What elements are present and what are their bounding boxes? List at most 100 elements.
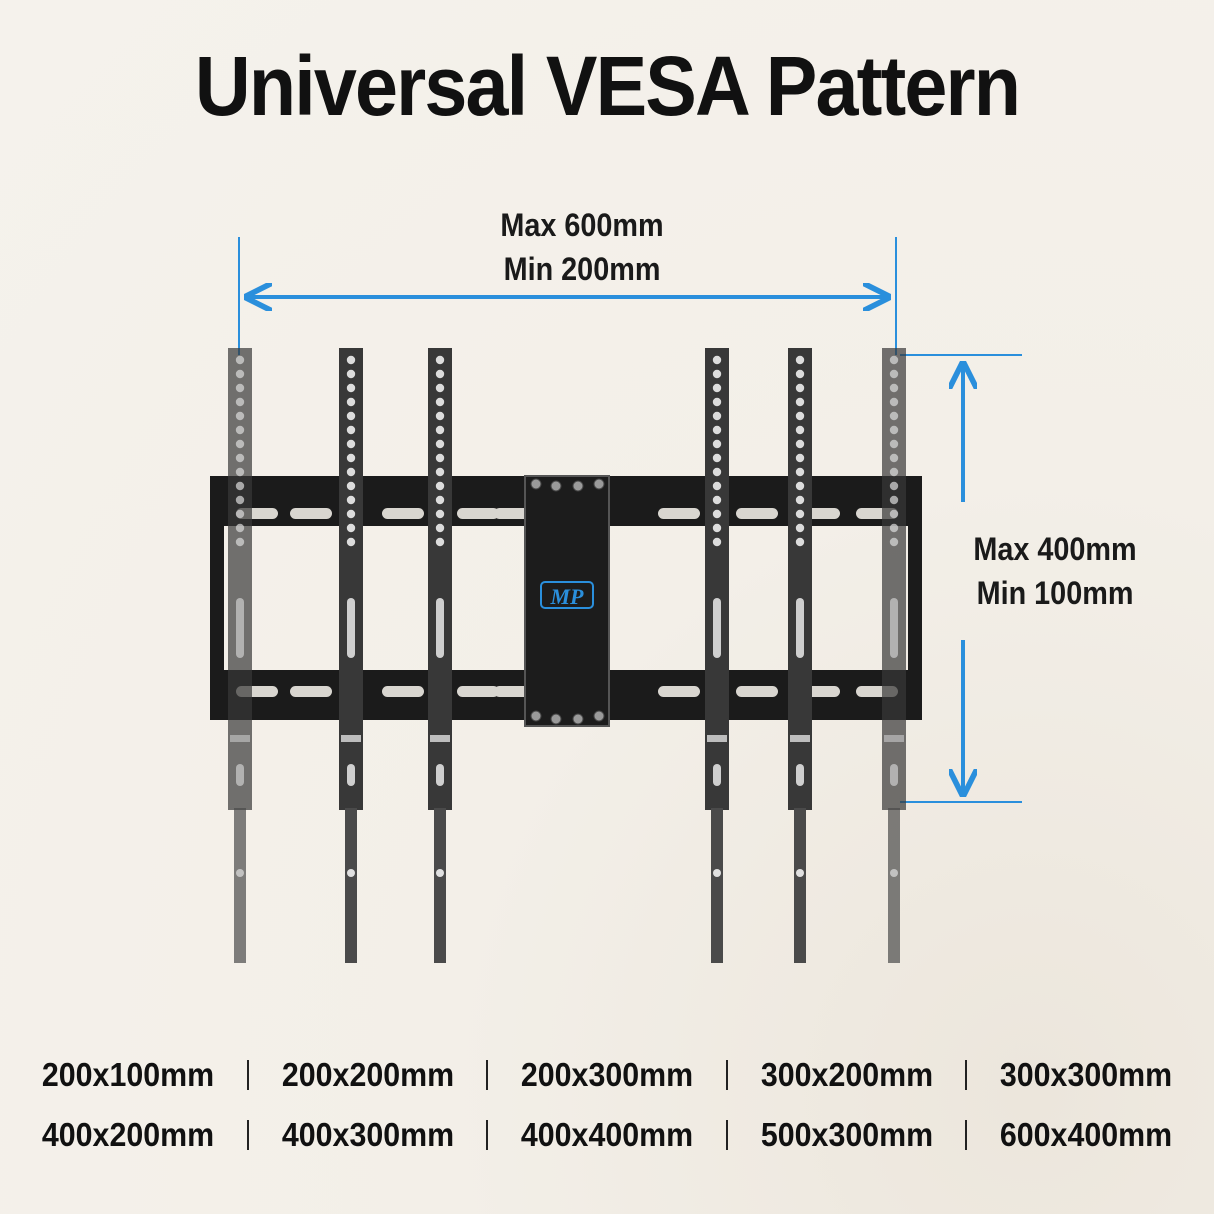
bolt <box>550 713 562 725</box>
brand-logo: MP <box>540 581 594 609</box>
arm-hole <box>435 411 445 421</box>
arm-hole <box>712 425 722 435</box>
arm-hole <box>435 355 445 365</box>
arm-hole <box>712 411 722 421</box>
arm-clip <box>430 735 450 742</box>
arm-extension <box>794 808 806 963</box>
arm-slot <box>236 598 244 658</box>
arm-pin <box>347 869 355 877</box>
arm-hole <box>795 383 805 393</box>
arm-hole <box>889 467 899 477</box>
arm-hole <box>346 355 356 365</box>
height-max: Max 400mm <box>973 531 1137 567</box>
arm-hole <box>435 495 445 505</box>
wall-plate: MP <box>210 475 922 727</box>
bolt <box>593 478 605 490</box>
arm-hole <box>346 397 356 407</box>
arm-hole <box>889 509 899 519</box>
arm-hole <box>889 495 899 505</box>
pattern-item: 400x200mm <box>41 1116 215 1153</box>
arm-hole <box>795 425 805 435</box>
bolt <box>572 480 584 492</box>
arm-pin <box>890 869 898 877</box>
arm-hole <box>795 411 805 421</box>
arm-hole <box>889 523 899 533</box>
arm-extension <box>711 808 723 963</box>
separator <box>486 1120 489 1150</box>
pattern-row-2: 400x200mm 400x300mm 400x400mm 500x300mm … <box>22 1105 1192 1165</box>
arm-slot <box>890 764 898 786</box>
page-title: Universal VESA Pattern <box>194 39 1021 133</box>
rail-slot <box>736 508 778 519</box>
arm-hole <box>235 369 245 379</box>
arm-bar <box>428 348 452 810</box>
arm-clip <box>341 735 361 742</box>
arm-clip <box>884 735 904 742</box>
rail-slot <box>382 686 424 697</box>
right-end <box>908 476 922 720</box>
pattern-item: 500x300mm <box>760 1116 933 1153</box>
arm-hole <box>435 383 445 393</box>
pattern-item: 600x400mm <box>999 1116 1173 1153</box>
tv-arm <box>339 348 363 963</box>
arm-hole <box>435 439 445 449</box>
arm-hole <box>235 467 245 477</box>
arm-hole <box>346 467 356 477</box>
arm-hole <box>346 425 356 435</box>
arm-hole <box>889 397 899 407</box>
pattern-item: 400x300mm <box>281 1116 454 1153</box>
pattern-row-1: 200x100mm 200x200mm 200x300mm 300x200mm … <box>22 1045 1192 1105</box>
rail-slot <box>457 508 499 519</box>
arm-hole <box>435 467 445 477</box>
arm-extension <box>434 808 446 963</box>
arm-clip <box>790 735 810 742</box>
pattern-item: 300x200mm <box>760 1056 933 1093</box>
height-range-label: Max 400mm Min 100mm <box>943 527 1168 615</box>
bolt <box>572 713 584 725</box>
arm-hole <box>889 425 899 435</box>
arm-hole <box>712 383 722 393</box>
logo-text: MP <box>550 584 585 609</box>
arm-hole <box>435 425 445 435</box>
rail-slot <box>658 508 700 519</box>
arm-hole <box>712 523 722 533</box>
arm-hole <box>889 481 899 491</box>
arm-slot <box>796 764 804 786</box>
arm-slot <box>713 764 721 786</box>
arm-slot <box>796 598 804 658</box>
width-max: Max 600mm <box>500 207 664 243</box>
arm-clip <box>707 735 727 742</box>
arm-slot <box>436 764 444 786</box>
tv-arm <box>428 348 452 963</box>
arm-hole <box>795 355 805 365</box>
arm-hole <box>435 397 445 407</box>
bolt <box>530 478 542 490</box>
rail-slot <box>290 686 332 697</box>
bolt <box>530 710 542 722</box>
bolt <box>593 710 605 722</box>
rail-slot <box>736 686 778 697</box>
arm-hole <box>795 453 805 463</box>
pattern-item: 300x300mm <box>999 1056 1173 1093</box>
rail-slot <box>382 508 424 519</box>
tv-arm <box>228 348 252 963</box>
arm-hole <box>712 537 722 547</box>
separator <box>965 1120 968 1150</box>
arm-hole <box>235 439 245 449</box>
arm-hole <box>712 467 722 477</box>
pattern-item: 200x100mm <box>41 1056 215 1093</box>
arm-hole <box>435 369 445 379</box>
arm-hole <box>235 523 245 533</box>
rail-slot <box>658 686 700 697</box>
arm-bar <box>228 348 252 810</box>
arm-slot <box>713 598 721 658</box>
pattern-item: 200x300mm <box>520 1056 694 1093</box>
arm-slot <box>890 598 898 658</box>
bolt <box>550 480 562 492</box>
arm-hole <box>795 523 805 533</box>
arm-slot <box>236 764 244 786</box>
arm-hole <box>346 383 356 393</box>
arm-hole <box>795 439 805 449</box>
arm-hole <box>795 467 805 477</box>
